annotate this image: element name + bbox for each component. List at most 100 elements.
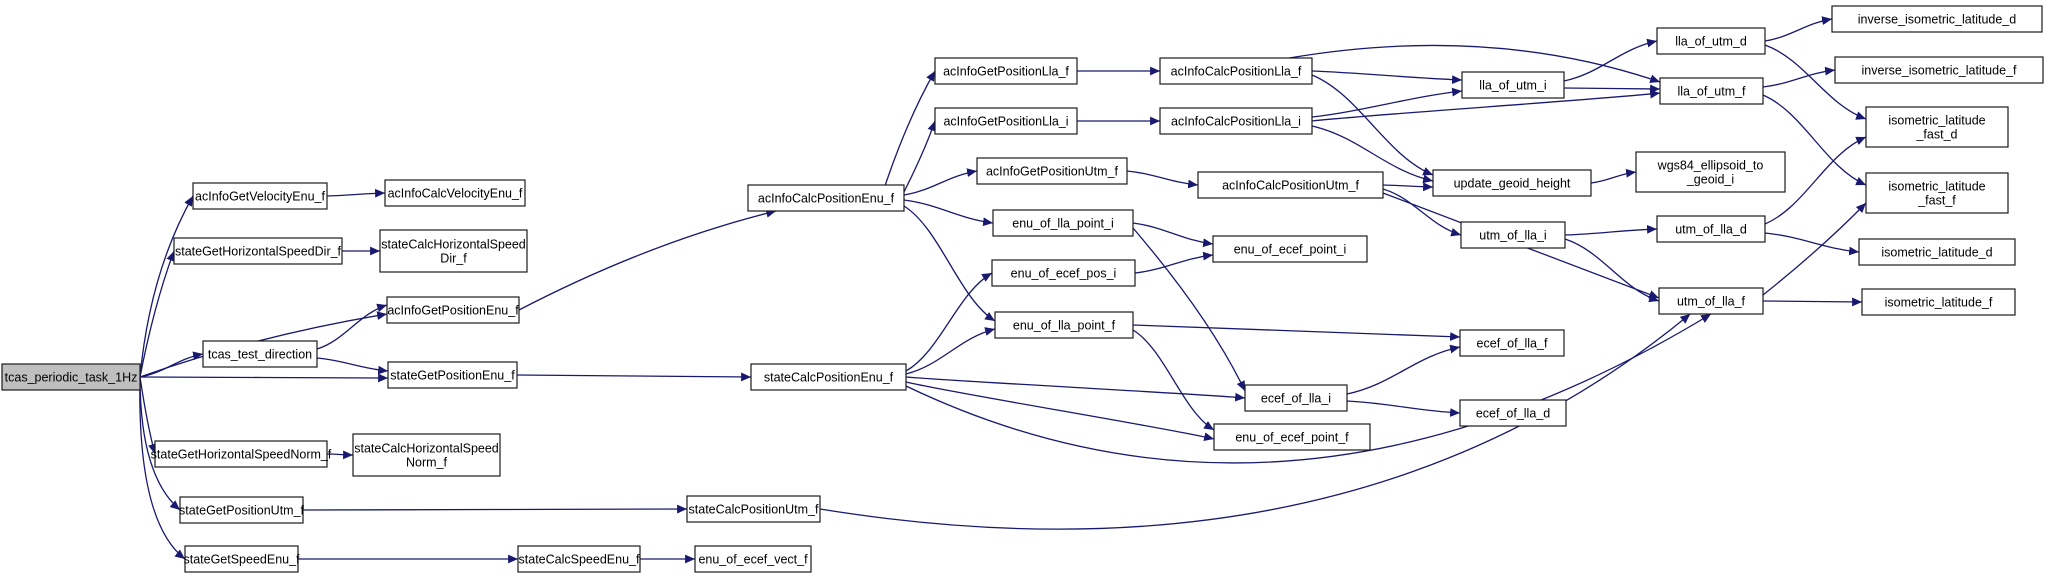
node-box	[1656, 215, 1766, 243]
node-utm_of_lla_f[interactable]: utm_of_lla_f	[1658, 287, 1764, 315]
node-enu_of_ecef_point_i[interactable]: enu_of_ecef_point_i	[1212, 235, 1368, 263]
node-box	[1213, 423, 1371, 451]
node-stateGetPositionEnu_f[interactable]: stateGetPositionEnu_f	[387, 361, 518, 389]
node-label: lla_of_utm_f	[1677, 85, 1746, 99]
node-box	[686, 495, 821, 523]
node-isometric_latitude_d[interactable]: isometric_latitude_d	[1858, 238, 2016, 266]
node-box	[694, 545, 812, 573]
node-ecef_of_lla_d[interactable]: ecef_of_lla_d	[1459, 399, 1567, 427]
edge-tcas_periodic_task_1Hz-to-stateGetHorizontalSpeedNorm_f	[139, 376, 157, 455]
node-label: acInfoCalcVelocityEnu_f	[388, 187, 523, 201]
node-enu_of_lla_point_i[interactable]: enu_of_lla_point_i	[992, 209, 1134, 237]
node-box	[1635, 151, 1786, 193]
node-wgs84_ellipsoid_to_geoid_i[interactable]: wgs84_ellipsoid_to_geoid_i	[1635, 151, 1786, 193]
edge-acInfoCalcPositionUtm_f-to-utm_of_lla_i	[1382, 188, 1462, 237]
node-lla_of_utm_d[interactable]: lla_of_utm_d	[1656, 27, 1766, 55]
edge-stateCalcPositionEnu_f-to-enu_of_lla_point_f	[905, 327, 996, 375]
node-box	[1656, 27, 1766, 55]
edge-utm_of_lla_f-to-isometric_latitude_f	[1762, 297, 1863, 307]
node-box	[1432, 169, 1592, 197]
node-label: stateGetHorizontalSpeedNorm_f	[151, 448, 332, 462]
node-box	[379, 229, 528, 273]
node-acInfoCalcVelocityEnu_f[interactable]: acInfoCalcVelocityEnu_f	[384, 179, 526, 207]
edge-acInfoGetVelocityEnu_f-to-acInfoCalcVelocityEnu_f	[326, 188, 386, 198]
edge-enu_of_lla_point_i-to-enu_of_ecef_point_i	[1132, 222, 1214, 248]
edge-acInfoCalcPositionEnu_f-to-acInfoGetPositionUtm_f	[903, 168, 978, 196]
node-acInfoCalcPositionEnu_f[interactable]: acInfoCalcPositionEnu_f	[747, 184, 905, 212]
node-label: stateCalcPositionUtm_f	[689, 503, 819, 517]
node-stateGetPositionUtm_f[interactable]: stateGetPositionUtm_f	[179, 496, 305, 524]
node-label: update_geoid_height	[1454, 177, 1571, 191]
edge-tcas_periodic_task_1Hz-to-stateGetSpeedEnu_f	[139, 376, 186, 560]
node-inverse_isometric_latitude_d[interactable]: inverse_isometric_latitude_d	[1831, 5, 2043, 33]
node-ecef_of_lla_i[interactable]: ecef_of_lla_i	[1244, 384, 1348, 412]
node-label: stateCalcPositionEnu_f	[764, 371, 894, 385]
node-acInfoCalcPositionLla_f[interactable]: acInfoCalcPositionLla_f	[1159, 57, 1313, 85]
node-isometric_latitude_fast_d[interactable]: isometric_latitude_fast_d	[1865, 106, 2009, 148]
node-box	[1658, 287, 1764, 315]
edge-acInfoCalcPositionEnu_f-to-acInfoGetPositionLla_i	[903, 120, 936, 193]
node-enu_of_ecef_point_f[interactable]: enu_of_ecef_point_f	[1213, 423, 1371, 451]
node-label: utm_of_lla_f	[1677, 295, 1746, 309]
node-stateGetHorizontalSpeedDir_f[interactable]: stateGetHorizontalSpeedDir_f	[173, 237, 343, 265]
node-acInfoGetPositionLla_i[interactable]: acInfoGetPositionLla_i	[934, 107, 1078, 135]
node-label: isometric_latitude_fast_f	[1888, 180, 1985, 208]
node-stateCalcPositionUtm_f[interactable]: stateCalcPositionUtm_f	[686, 495, 821, 523]
edge-acInfoCalcPositionLla_i-to-update_geoid_height	[1311, 125, 1434, 184]
node-box	[387, 361, 518, 389]
node-box	[386, 296, 520, 324]
node-enu_of_ecef_pos_i[interactable]: enu_of_ecef_pos_i	[991, 259, 1136, 287]
node-box	[1460, 221, 1566, 249]
node-box	[1858, 238, 2016, 266]
edge-tcas_periodic_task_1Hz-to-tcas_test_direction	[139, 351, 204, 378]
node-box	[1865, 106, 2009, 148]
node-acInfoCalcPositionLla_i[interactable]: acInfoCalcPositionLla_i	[1159, 107, 1313, 135]
node-label: acInfoGetPositionEnu_f	[387, 304, 519, 318]
node-label: enu_of_ecef_point_f	[1235, 431, 1349, 445]
edge-enu_of_lla_point_f-to-ecef_of_lla_f	[1132, 324, 1461, 341]
node-box	[1459, 399, 1567, 427]
edge-stateCalcPositionEnu_f-to-utm_of_lla_f	[905, 313, 1712, 464]
edge-acInfoGetPositionEnu_f-to-acInfoCalcPositionEnu_f	[518, 209, 777, 311]
node-isometric_latitude_fast_f[interactable]: isometric_latitude_fast_f	[1865, 172, 2009, 214]
node-utm_of_lla_d[interactable]: utm_of_lla_d	[1656, 215, 1766, 243]
edge-lla_of_utm_i-to-lla_of_utm_f	[1563, 84, 1661, 94]
node-box	[976, 157, 1128, 185]
node-box	[1831, 5, 2043, 33]
edge-stateGetPositionEnu_f-to-stateCalcPositionEnu_f	[516, 372, 752, 382]
node-ecef_of_lla_f[interactable]: ecef_of_lla_f	[1459, 329, 1565, 357]
node-acInfoGetPositionUtm_f[interactable]: acInfoGetPositionUtm_f	[976, 157, 1128, 185]
node-stateCalcPositionEnu_f[interactable]: stateCalcPositionEnu_f	[750, 363, 907, 391]
node-box	[1461, 71, 1565, 99]
edge-stateCalcPositionUtm_f-to-utm_of_lla_f	[819, 313, 1691, 530]
node-box	[352, 433, 501, 477]
node-label: isometric_latitude_f	[1885, 296, 1993, 310]
node-box	[154, 440, 328, 468]
node-stateCalcSpeedEnu_f[interactable]: stateCalcSpeedEnu_f	[517, 545, 641, 573]
node-acInfoCalcPositionUtm_f[interactable]: acInfoCalcPositionUtm_f	[1197, 171, 1384, 199]
node-label: utm_of_lla_i	[1479, 229, 1546, 243]
node-isometric_latitude_f[interactable]: isometric_latitude_f	[1861, 288, 2016, 316]
node-tcas_test_direction[interactable]: tcas_test_direction	[202, 340, 318, 368]
node-enu_of_ecef_vect_f[interactable]: enu_of_ecef_vect_f	[694, 545, 812, 573]
node-inverse_isometric_latitude_f[interactable]: inverse_isometric_latitude_f	[1834, 56, 2044, 84]
node-label: stateGetPositionUtm_f	[179, 504, 305, 518]
node-acInfoGetPositionLla_f[interactable]: acInfoGetPositionLla_f	[934, 57, 1078, 85]
node-acInfoGetPositionEnu_f[interactable]: acInfoGetPositionEnu_f	[386, 296, 520, 324]
node-stateGetSpeedEnu_f[interactable]: stateGetSpeedEnu_f	[183, 545, 300, 573]
node-lla_of_utm_i[interactable]: lla_of_utm_i	[1461, 71, 1565, 99]
node-stateGetHorizontalSpeedNorm_f[interactable]: stateGetHorizontalSpeedNorm_f	[151, 440, 332, 468]
node-lla_of_utm_f[interactable]: lla_of_utm_f	[1659, 77, 1764, 105]
node-label: acInfoGetPositionUtm_f	[986, 165, 1119, 179]
node-update_geoid_height[interactable]: update_geoid_height	[1432, 169, 1592, 197]
node-box	[184, 545, 299, 573]
node-box	[934, 57, 1078, 85]
edge-enu_of_lla_point_f-to-enu_of_ecef_point_f	[1132, 329, 1215, 431]
node-enu_of_lla_point_f[interactable]: enu_of_lla_point_f	[994, 311, 1134, 339]
node-acInfoGetVelocityEnu_f[interactable]: acInfoGetVelocityEnu_f	[192, 182, 328, 210]
node-utm_of_lla_i[interactable]: utm_of_lla_i	[1460, 221, 1566, 249]
edge-acInfoCalcPositionEnu_f-to-enu_of_lla_point_f	[903, 205, 996, 322]
